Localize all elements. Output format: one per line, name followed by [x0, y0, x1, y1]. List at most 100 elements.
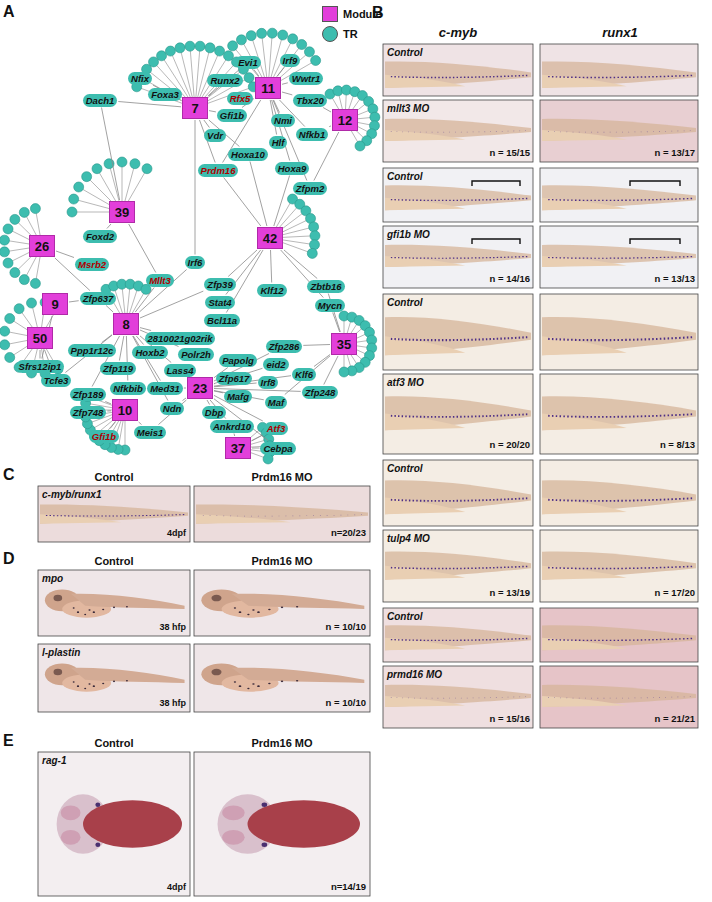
micrograph [383, 294, 533, 370]
micrograph [383, 374, 533, 454]
tr-circle [288, 34, 298, 44]
tr-circle [74, 182, 84, 192]
micrograph [38, 486, 190, 542]
tr-circle [157, 51, 167, 61]
tr-node: Irf8 [258, 376, 279, 389]
tr-name: Nfkbib [113, 382, 143, 395]
connector [254, 70, 259, 77]
panel-label: runx1 [602, 26, 637, 41]
tr-node: Mllt3 [146, 274, 174, 287]
tr-name: Dach1 [86, 94, 115, 107]
connector [234, 434, 236, 437]
tr-node: Ppp1r12c [68, 344, 117, 357]
panel-letter: D [3, 550, 15, 568]
count-label: n = 15/16 [490, 714, 530, 725]
micrograph [194, 570, 370, 636]
tr-node: Foxa3 [148, 88, 181, 101]
module-box: 7 [182, 97, 208, 119]
count-label: n = 20/20 [490, 440, 530, 451]
panel-letter: C [3, 466, 15, 484]
embryo [542, 245, 696, 267]
tr-name: Lass4 [167, 364, 194, 377]
embryo [542, 61, 696, 88]
tr-node: Zbtb16 [307, 280, 344, 293]
tr-name: Bcl11a [207, 314, 237, 327]
tr-name: Ppp1r12c [71, 344, 114, 357]
legend-swatch [322, 26, 338, 42]
embryo [40, 504, 188, 523]
embryo [385, 396, 531, 430]
tr-node: Hoxb2 [132, 346, 167, 359]
tr-node: Stat4 [205, 296, 234, 309]
panel-letter: A [3, 3, 15, 21]
micrograph [540, 460, 698, 526]
tr-name: eid2 [266, 358, 285, 371]
tr-name: Hlf [272, 136, 285, 149]
tr-node: Zfp617 [216, 372, 253, 385]
tr-name: Nfkb1 [299, 128, 325, 141]
tr-node: Cebpa [260, 442, 295, 455]
tr-circle [297, 40, 307, 50]
tr-circle [195, 41, 205, 51]
micrograph [194, 644, 370, 712]
panel-label: Control [94, 555, 133, 568]
module-number: 10 [118, 403, 132, 418]
count-label: n = 13/17 [655, 148, 695, 159]
tr-name: Zfp748 [73, 406, 104, 419]
tr-name: Mllt3 [149, 274, 171, 287]
module-box: 11 [255, 77, 281, 99]
module-number: 35 [337, 337, 351, 352]
tr-node: Wwtr1 [289, 72, 324, 85]
tr-node: Zfp119 [100, 362, 136, 375]
connector [208, 88, 217, 97]
module-box: 50 [27, 327, 53, 349]
legend-row: TR [322, 26, 358, 42]
tr-name: Maf [268, 396, 284, 409]
micrograph [383, 460, 533, 526]
embryo [542, 119, 696, 141]
tr-node: Zfp748 [70, 406, 107, 419]
tr-circle [310, 231, 320, 241]
tr-name: Papolg [222, 354, 254, 367]
bracket [472, 239, 520, 244]
tr-circle [228, 41, 238, 51]
tr-name: Dbp [205, 406, 223, 419]
connector [284, 250, 317, 279]
connector [209, 111, 216, 112]
tr-name: Zfp119 [103, 362, 133, 375]
connector [323, 108, 331, 113]
tr-node: Klf12 [257, 284, 286, 297]
connector [102, 108, 120, 201]
tr-name: Mafg [227, 390, 249, 403]
connector [56, 251, 74, 258]
tr-name: Hoxb2 [135, 346, 164, 359]
tr-circle [311, 56, 321, 66]
tr-node: Vdr [204, 129, 226, 142]
tr-circle [309, 222, 319, 232]
connector [314, 355, 330, 367]
count-label: n = 13/19 [490, 588, 530, 599]
legend-text: TR [343, 28, 358, 40]
tr-circle [19, 207, 29, 217]
module-number: 37 [231, 441, 245, 456]
tr-name: Ndn [163, 402, 181, 415]
tr-node: Nfkbib [110, 382, 146, 395]
tr-node: Papolg [219, 354, 257, 367]
tr-node: Polr2h [178, 348, 214, 361]
panel-label: Prdm16 MO [251, 555, 312, 568]
micrograph [383, 168, 533, 222]
tr-node: Irf6 [185, 256, 206, 269]
tr-circle [0, 340, 10, 350]
tr-circle [30, 204, 40, 214]
micrograph [194, 752, 370, 896]
tr-circle [205, 43, 215, 53]
tr-circle [307, 248, 317, 258]
connector [139, 270, 186, 313]
tr-node: Zfp637 [80, 292, 117, 305]
legend-row: Module [322, 6, 382, 22]
tr-name: Msrb2 [78, 258, 106, 271]
tr-node: Maf [265, 396, 287, 409]
tr-node: Gfi1b [217, 109, 247, 122]
connector [252, 435, 263, 441]
